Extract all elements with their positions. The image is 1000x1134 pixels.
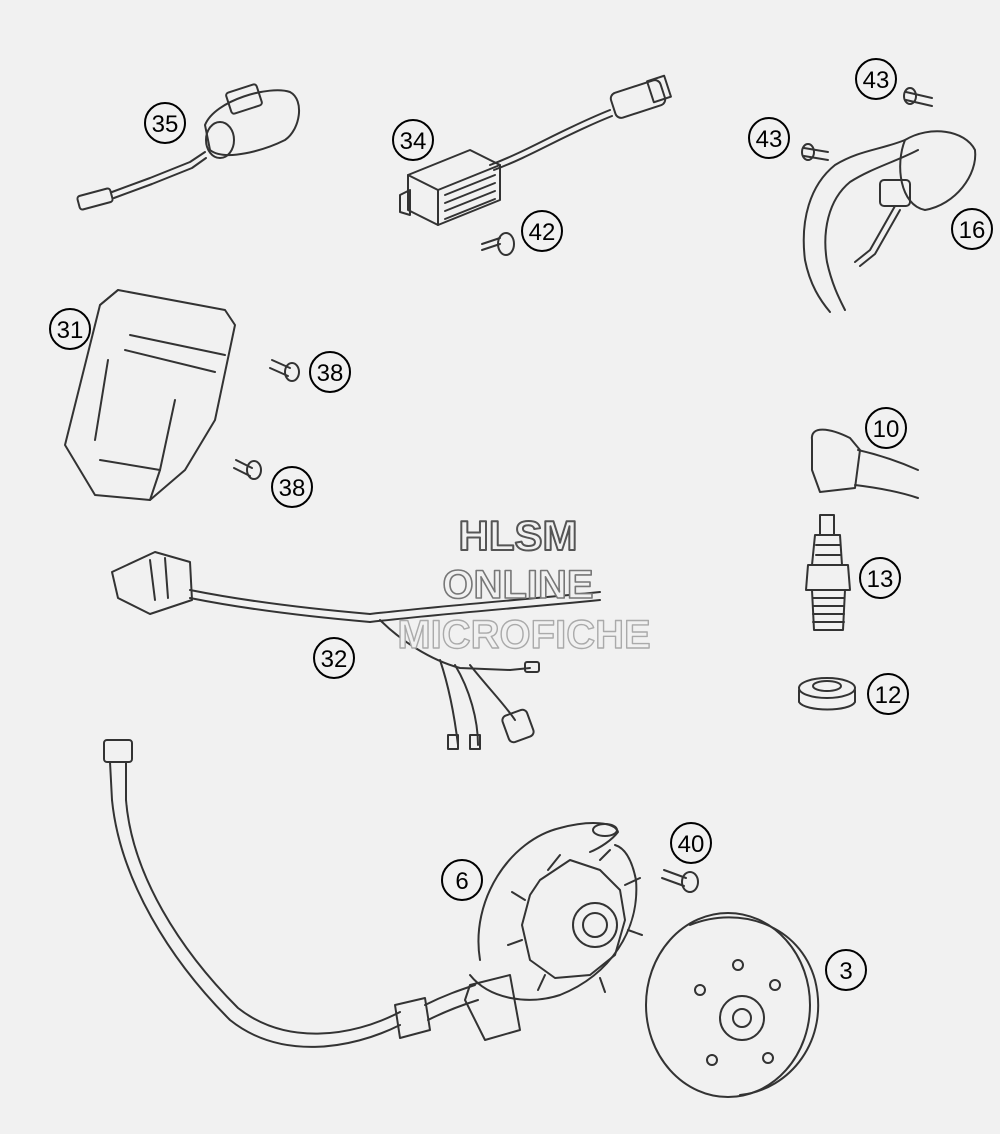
callout-label-38-lower: 38 — [279, 475, 306, 502]
callout-label-31: 31 — [57, 317, 84, 344]
voltage-regulator-drawing — [399, 74, 672, 226]
stator-screw-drawing — [661, 869, 699, 893]
grommet-drawing — [798, 677, 856, 711]
callout-label-43-top: 43 — [863, 67, 890, 94]
callout-label-35: 35 — [152, 111, 179, 138]
callout-layer: 35 34 42 43 43 16 31 38 — [49, 58, 993, 991]
callout-label-32: 32 — [321, 646, 348, 673]
callout-label-42: 42 — [529, 219, 556, 246]
callout-16[interactable]: 16 — [951, 208, 993, 250]
callout-38-lower[interactable]: 38 — [271, 466, 313, 508]
callout-35[interactable]: 35 — [144, 102, 186, 144]
callout-10[interactable]: 10 — [865, 407, 907, 449]
callout-12[interactable]: 12 — [867, 673, 909, 715]
callout-3[interactable]: 3 — [825, 949, 867, 991]
callout-31[interactable]: 31 — [49, 308, 91, 350]
callout-13[interactable]: 13 — [859, 557, 901, 599]
callout-34[interactable]: 34 — [392, 119, 434, 161]
callout-43-top[interactable]: 43 — [855, 58, 897, 100]
watermark-line-1: HLSM — [459, 512, 578, 559]
callout-40[interactable]: 40 — [670, 822, 712, 864]
callout-label-16: 16 — [959, 217, 986, 244]
callout-42[interactable]: 42 — [521, 210, 563, 252]
callout-label-13: 13 — [867, 566, 894, 593]
spark-plug-cap-drawing — [810, 428, 919, 499]
stator-drawing — [464, 822, 643, 1041]
watermark: HLSM ONLINE MICROFICHE — [397, 511, 652, 658]
callout-6[interactable]: 6 — [441, 859, 483, 901]
flywheel-rotor-drawing — [645, 912, 820, 1098]
callout-38-upper[interactable]: 38 — [309, 351, 351, 393]
cdi-screws-drawing — [233, 359, 300, 480]
callout-label-6: 6 — [455, 868, 468, 895]
callout-label-43-left: 43 — [756, 126, 783, 153]
watermark-line-2: ONLINE — [442, 563, 593, 607]
callout-43-left[interactable]: 43 — [748, 117, 790, 159]
coil-screws-drawing — [801, 87, 933, 161]
regulator-screw-drawing — [481, 232, 515, 256]
callout-label-3: 3 — [839, 958, 852, 985]
callout-label-38-upper: 38 — [317, 360, 344, 387]
watermark-line-3: MICROFICHE — [397, 613, 650, 657]
cdi-unit-drawing — [64, 289, 236, 501]
callout-label-40: 40 — [678, 831, 705, 858]
callout-label-34: 34 — [400, 128, 427, 155]
callout-label-12: 12 — [875, 682, 902, 709]
ignition-coil-drawing — [802, 130, 977, 313]
callout-32[interactable]: 32 — [313, 637, 355, 679]
ignition-pickup-sensor-drawing — [76, 83, 301, 211]
wiring-harness-drawing — [111, 551, 601, 750]
stator-lead-drawing — [103, 739, 479, 1048]
callout-label-10: 10 — [873, 416, 900, 443]
spark-plug-drawing — [805, 514, 851, 631]
